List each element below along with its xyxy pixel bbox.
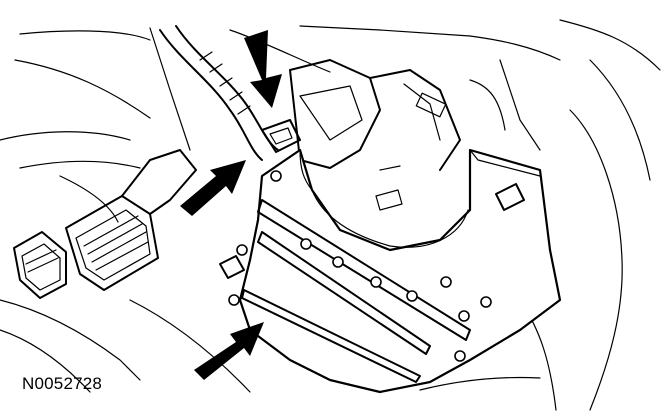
dashboard-outline [0,19,661,411]
brake-pedal [65,149,197,291]
wiring-harness [159,25,301,161]
figure-reference-code: N0052728 [22,374,103,393]
bracket-assembly [289,59,541,171]
callout-arrow-lower [194,322,264,380]
lower-trim-panel [219,148,562,394]
accelerator-pedal [13,231,67,299]
callout-arrow-upper [244,30,282,108]
callout-arrows [180,30,282,380]
callout-arrow-harness [180,160,246,216]
